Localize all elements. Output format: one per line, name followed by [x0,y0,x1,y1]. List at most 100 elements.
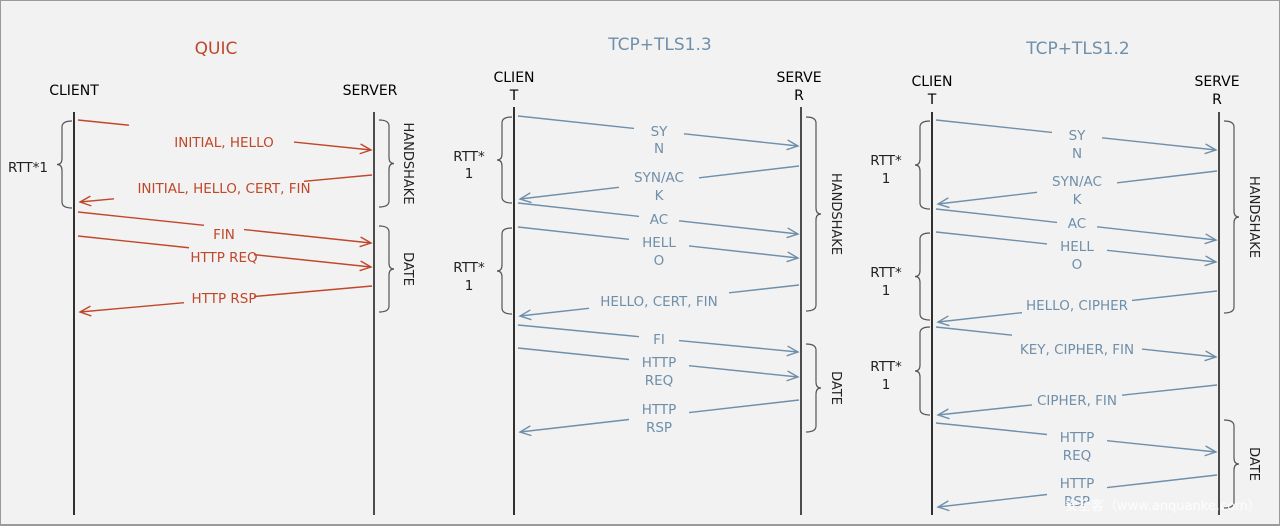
client-label: CLIEN [493,70,534,86]
client-label: T [509,88,519,104]
rtt-brace: RTT*1 [453,116,513,204]
phase-brace: HANDSHAKE [1223,120,1261,314]
arrow-line [517,324,640,338]
message-label: HELLO, CERT, FIN [600,294,717,310]
message-label: HTTP [1060,430,1095,446]
message-label: KEY, CIPHER, FIN [1020,342,1134,358]
client-label: CLIENT [49,83,99,99]
phase-brace-icon [1223,419,1240,509]
client-label: CLIEN [911,74,952,90]
server-label: SERVE [1194,74,1239,90]
arrow-line [519,418,630,433]
arrow-line [1096,226,1217,241]
arrow-line [1131,290,1218,302]
arrowhead-icon [786,370,800,382]
message-label: HTTP RSP [192,291,257,307]
arrow-line [935,231,1048,245]
watermark: 安全客（www.anquanke.com） [1065,498,1261,514]
arrow-line [698,165,800,179]
message-label: HTTP REQ [190,250,257,266]
arrow-line [519,307,590,317]
tcp-tls13-diagram: TCP+TLS1.3CLIENTSERVERSYNSYN/ACKACHELLOH… [453,35,843,515]
rtt-label: 1 [465,166,474,182]
arrow-line [77,235,190,249]
message-arrow: AC [935,208,1218,245]
arrow-line [79,302,185,313]
phase-brace-icon [1223,120,1240,314]
arrowhead-icon [1204,233,1218,245]
message-arrow: SYN [935,119,1218,162]
arrowhead-icon [359,236,373,248]
phase-label: DATE [828,371,843,405]
message-arrow: KEY, CIPHER, FIN [935,326,1218,362]
message-arrow: CIPHER, FIN [936,384,1218,420]
message-label: RSP [1064,494,1090,510]
arrow-line [683,133,799,147]
rtt-brace-icon [56,120,73,209]
message-label: INITIAL, HELLO, CERT, FIN [137,181,310,197]
arrow-line [678,339,799,353]
rtt-brace-icon [496,227,513,315]
phase-label: HANDSHAKE [1246,176,1261,258]
arrowhead-icon [518,425,532,437]
arrow-line [1106,440,1217,453]
rtt-label: RTT* [453,260,485,276]
message-label: SYN/AC [634,170,684,186]
arrow-line [77,211,205,227]
client-label: T [927,92,937,108]
rtt-label: 1 [882,283,891,299]
message-arrow: SYN/ACK [936,170,1218,209]
arrowhead-icon [786,139,800,151]
arrow-line [243,228,372,244]
arrow-line [77,119,130,126]
arrow-line [935,119,1053,134]
phase-brace: HANDSHAKE [378,119,415,208]
rtt-brace-icon [914,326,931,416]
phase-brace: DATE [378,225,415,313]
message-label: HTTP [1060,476,1095,492]
server-label: R [1212,92,1222,108]
rtt-brace-icon [914,120,931,210]
arrow-line [253,285,373,298]
arrowhead-icon [786,251,800,263]
server-label: SERVER [343,83,398,99]
message-arrow: SYN/ACK [518,165,800,204]
message-label: HTTP [642,355,677,371]
arrow-line [1121,384,1218,396]
phase-brace-icon [805,116,822,312]
rtt-brace: RTT* 1 [870,232,931,321]
rtt-label: RTT* [870,265,902,281]
message-arrow: FI [517,324,800,357]
arrow-line [678,220,799,235]
arrowhead-icon [1204,255,1218,267]
message-label: AC [1068,216,1086,232]
arrow-line [1101,137,1217,151]
arrow-line [688,245,799,259]
rtt-label: 1 [465,278,474,294]
message-label: FIN [213,227,235,243]
message-arrow: HTTP REQ [77,235,373,272]
arrowhead-icon [1204,350,1218,362]
arrow-line [937,493,1048,508]
arrow-line [517,226,630,240]
message-label: HELL [642,235,676,251]
tcp-tls12-diagram: TCP+TLS1.2CLIENTSERVERSYNSYN/ACKACHELLOH… [870,39,1261,515]
arrow-line [293,141,372,151]
phase-brace: HANDSHAKE [805,116,843,312]
diagram-title: TCP+TLS1.2 [1025,39,1129,59]
rtt-label: RTT* [870,359,902,375]
message-arrow: SYN [517,115,800,157]
arrow-line [935,326,1013,336]
arrowhead-icon [518,309,532,321]
phase-brace-icon [805,343,822,433]
rtt-brace-icon [914,232,931,321]
message-arrow: HELLO [517,226,800,269]
message-label: CIPHER, FIN [1037,393,1117,409]
message-arrow: HTTP RSP [936,474,1218,512]
rtt-label: 1 [882,377,891,393]
message-label: AC [650,212,668,228]
